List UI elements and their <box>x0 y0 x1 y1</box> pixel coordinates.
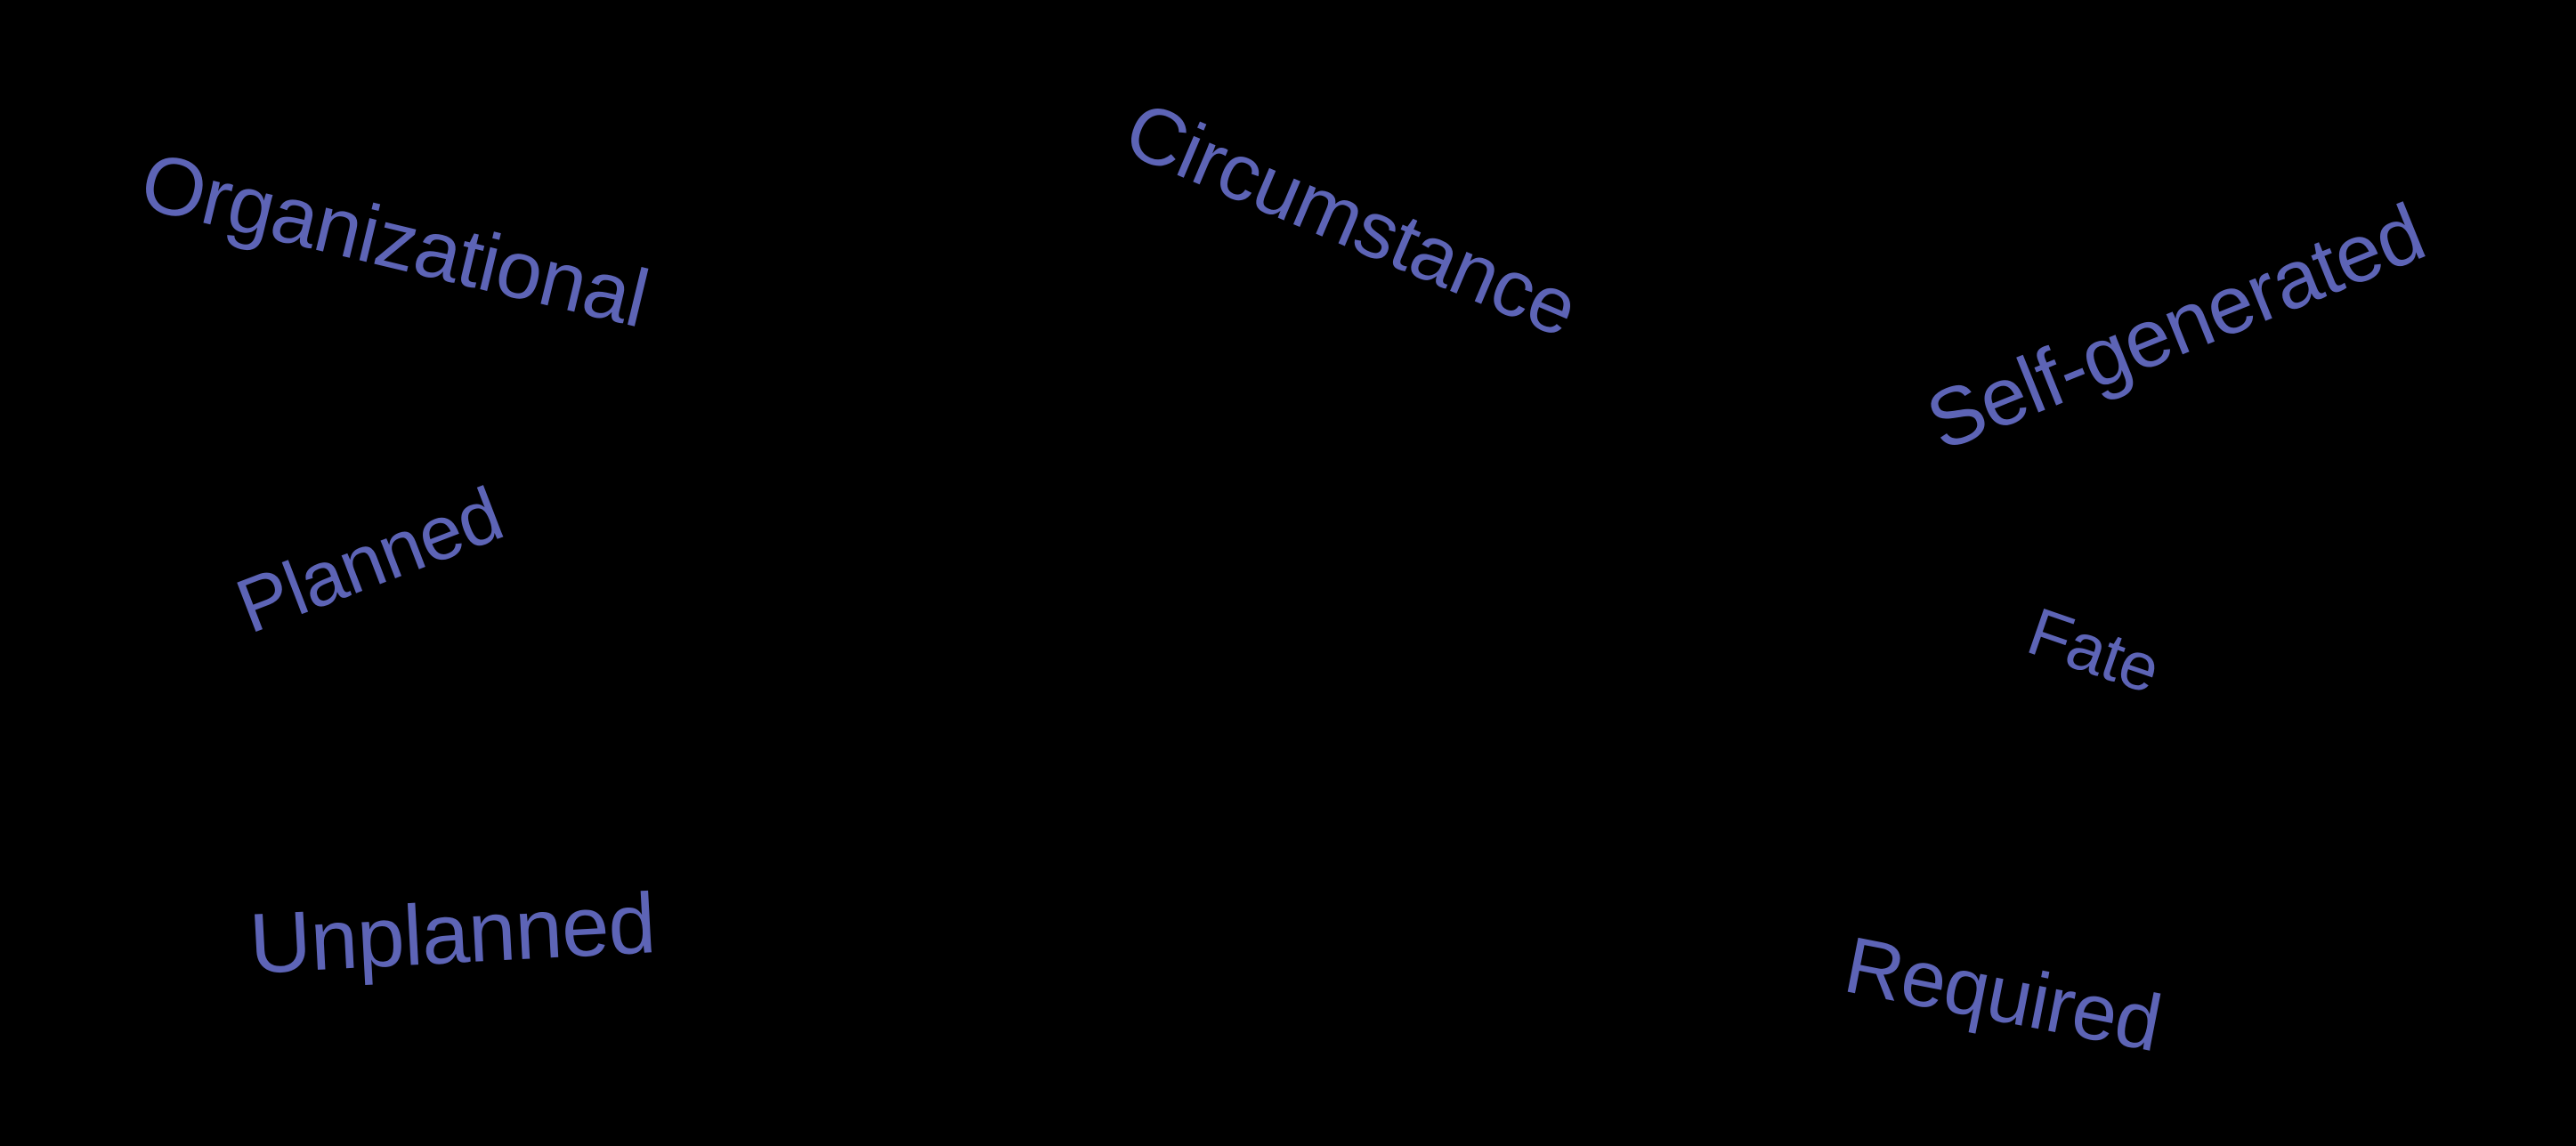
word-fate: Fate <box>2018 593 2169 708</box>
word-organizational: Organizational <box>132 135 657 345</box>
word-circumstance: Circumstance <box>1113 85 1590 355</box>
word-self-generated: Self-generated <box>1915 187 2436 468</box>
word-planned: Planned <box>225 471 514 650</box>
word-unplanned: Unplanned <box>247 876 658 992</box>
word-required: Required <box>1837 920 2168 1069</box>
